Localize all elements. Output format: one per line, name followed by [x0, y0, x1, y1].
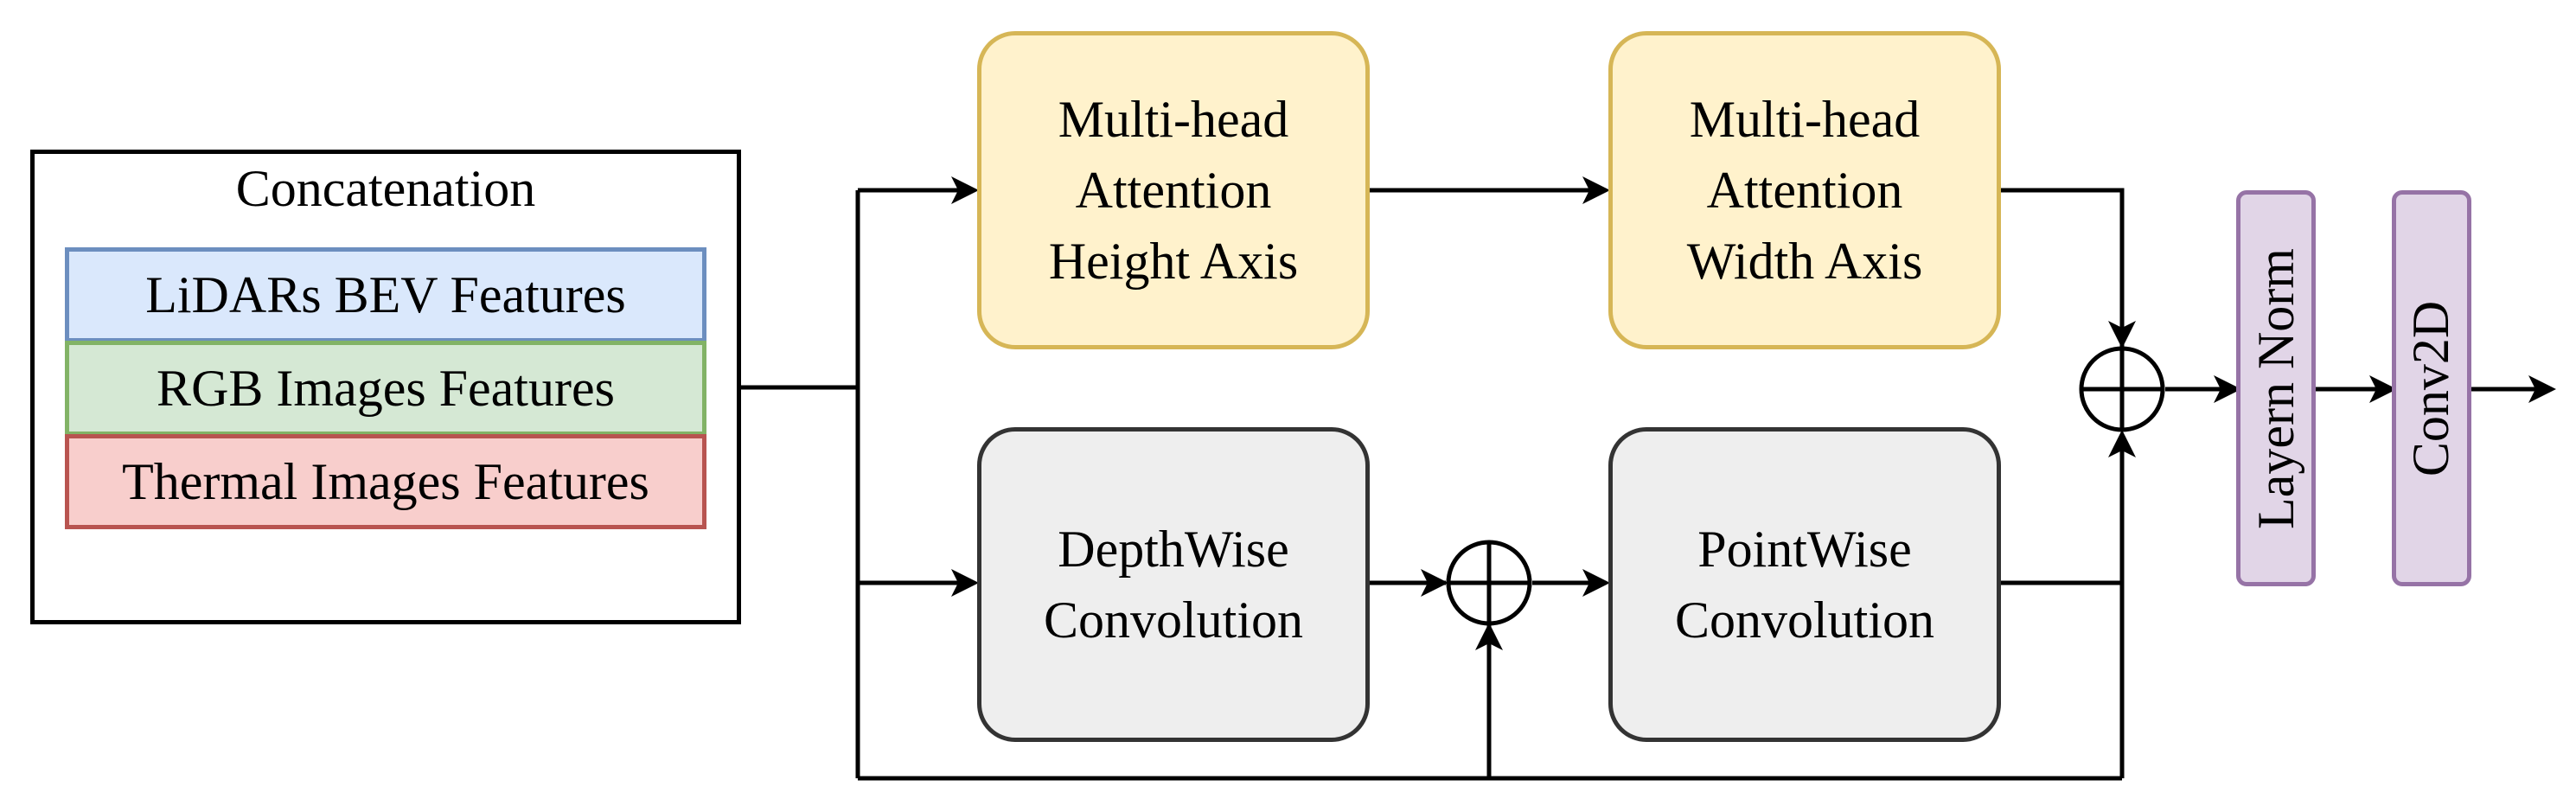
arrowhead-output — [2528, 375, 2556, 403]
arrowhead-sum1-top — [2108, 321, 2136, 348]
depthwise-label: DepthWise Convolution — [1043, 521, 1304, 649]
arrowhead-pointwise — [1582, 569, 1610, 597]
arrowhead-sum1-bottom — [2108, 430, 2136, 457]
arrowhead-sum2-bottom — [1475, 623, 1503, 650]
attn-width-to-sum-line — [2001, 188, 2125, 348]
attention-height-block: Multi-head Attention Height Axis — [977, 31, 1370, 349]
attention-width-block: Multi-head Attention Width Axis — [1608, 31, 2001, 349]
sum-node-residual — [1446, 540, 1532, 626]
sum-node-final — [2079, 346, 2165, 432]
pointwise-block: PointWise Convolution — [1608, 427, 2001, 742]
lidar-bev-features: LiDARs BEV Features — [65, 247, 706, 342]
thermal-images-features: Thermal Images Features — [65, 434, 706, 529]
arrowhead-attention-width — [1582, 176, 1610, 204]
pointwise-label: PointWise Convolution — [1674, 521, 1935, 649]
arrowhead-depthwise — [951, 569, 979, 597]
attention-height-label: Multi-head Attention Height Axis — [1048, 91, 1299, 290]
layer-norm-label: Layern Norm — [2247, 247, 2304, 529]
conv2d-block: Conv2D — [2392, 190, 2471, 586]
attention-width-label: Multi-head Attention Width Axis — [1686, 91, 1923, 290]
layer-norm-block: Layern Norm — [2236, 190, 2316, 586]
arrowhead-conv2d — [2369, 375, 2397, 403]
depthwise-block: DepthWise Convolution — [977, 427, 1370, 742]
arrowhead-sum2 — [1421, 569, 1448, 597]
rgb-images-features: RGB Images Features — [65, 341, 706, 436]
concatenation-title: Concatenation — [235, 160, 536, 217]
arrowhead-attention-height — [951, 176, 979, 204]
arrowhead-layernorm — [2214, 375, 2241, 403]
conv2d-label: Conv2D — [2402, 300, 2460, 476]
